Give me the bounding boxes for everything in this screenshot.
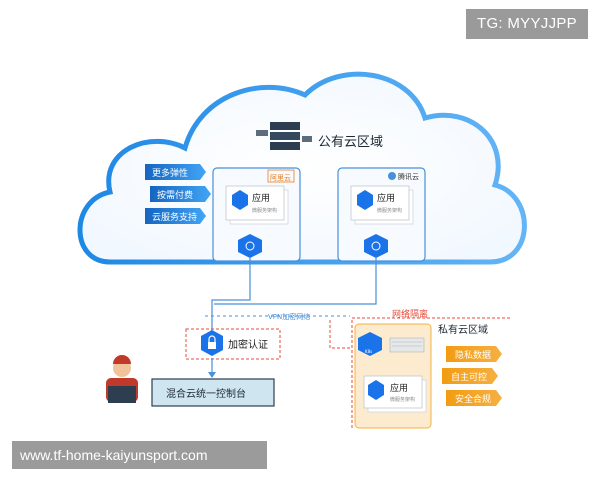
auth-label: 加密认证 — [228, 338, 268, 351]
private-feature-label: 隐私数据 — [455, 349, 491, 361]
app-sub: 微服务架构 — [252, 207, 277, 214]
provider-box-aliyun: 阿里云 应用 微服务架构 — [212, 167, 301, 262]
private-feature-label: 自主可控 — [451, 371, 487, 383]
app-sub: 微服务架构 — [377, 207, 402, 214]
console-box — [151, 378, 275, 407]
auth-box — [185, 328, 281, 360]
private-feature-tag: 安全合规 — [446, 390, 502, 406]
tencent-cloud-icon — [388, 172, 396, 180]
server-stack-icon — [256, 122, 312, 150]
user-icon — [106, 355, 138, 403]
k8s-node-icon — [358, 332, 382, 356]
vpn-label: VPN加密网络 — [268, 312, 310, 321]
app-icon — [357, 190, 373, 210]
public-feature-tag: 更多弹性 — [145, 164, 206, 180]
server-rack-icon — [389, 337, 425, 353]
provider-box-tencent: 腾讯云 应用 微服务架构 — [337, 167, 426, 262]
private-cloud-title: 私有云区域 — [438, 323, 488, 336]
app-sub: 微服务架构 — [390, 396, 415, 403]
connector-line — [211, 258, 251, 332]
watermark-tag: TG: MYYJJPP — [466, 9, 588, 39]
connector-line — [214, 258, 377, 305]
app-icon — [232, 190, 248, 210]
k8s-node-label: K8s — [365, 349, 372, 354]
public-feature-label: 更多弹性 — [152, 167, 188, 179]
isolation-label: 网络隔离 — [392, 308, 428, 320]
arrow-down-icon — [208, 372, 216, 378]
public-feature-label: 云服务支持 — [152, 211, 197, 223]
isolation-dashed-line — [329, 320, 352, 349]
app-label: 应用 — [252, 192, 270, 204]
app-label: 应用 — [377, 192, 395, 204]
private-feature-tag: 自主可控 — [442, 368, 498, 384]
k8s-node-icon — [364, 234, 388, 258]
public-feature-tag: 按需付费 — [150, 186, 211, 202]
provider-name: 阿里云 — [270, 173, 291, 182]
app-icon — [368, 380, 384, 400]
footer-url-banner: www.tf-home-kaiyunsport.com — [12, 441, 267, 469]
provider-name: 腾讯云 — [398, 172, 419, 181]
private-feature-tag: 隐私数据 — [446, 346, 502, 362]
private-feature-label: 安全合规 — [455, 393, 491, 405]
k8s-node-icon — [238, 234, 262, 258]
public-feature-label: 按需付费 — [157, 189, 193, 201]
console-label: 混合云统一控制台 — [166, 387, 246, 400]
public-cloud-title: 公有云区域 — [318, 135, 383, 150]
app-label: 应用 — [390, 382, 408, 394]
public-feature-tag: 云服务支持 — [145, 208, 206, 224]
